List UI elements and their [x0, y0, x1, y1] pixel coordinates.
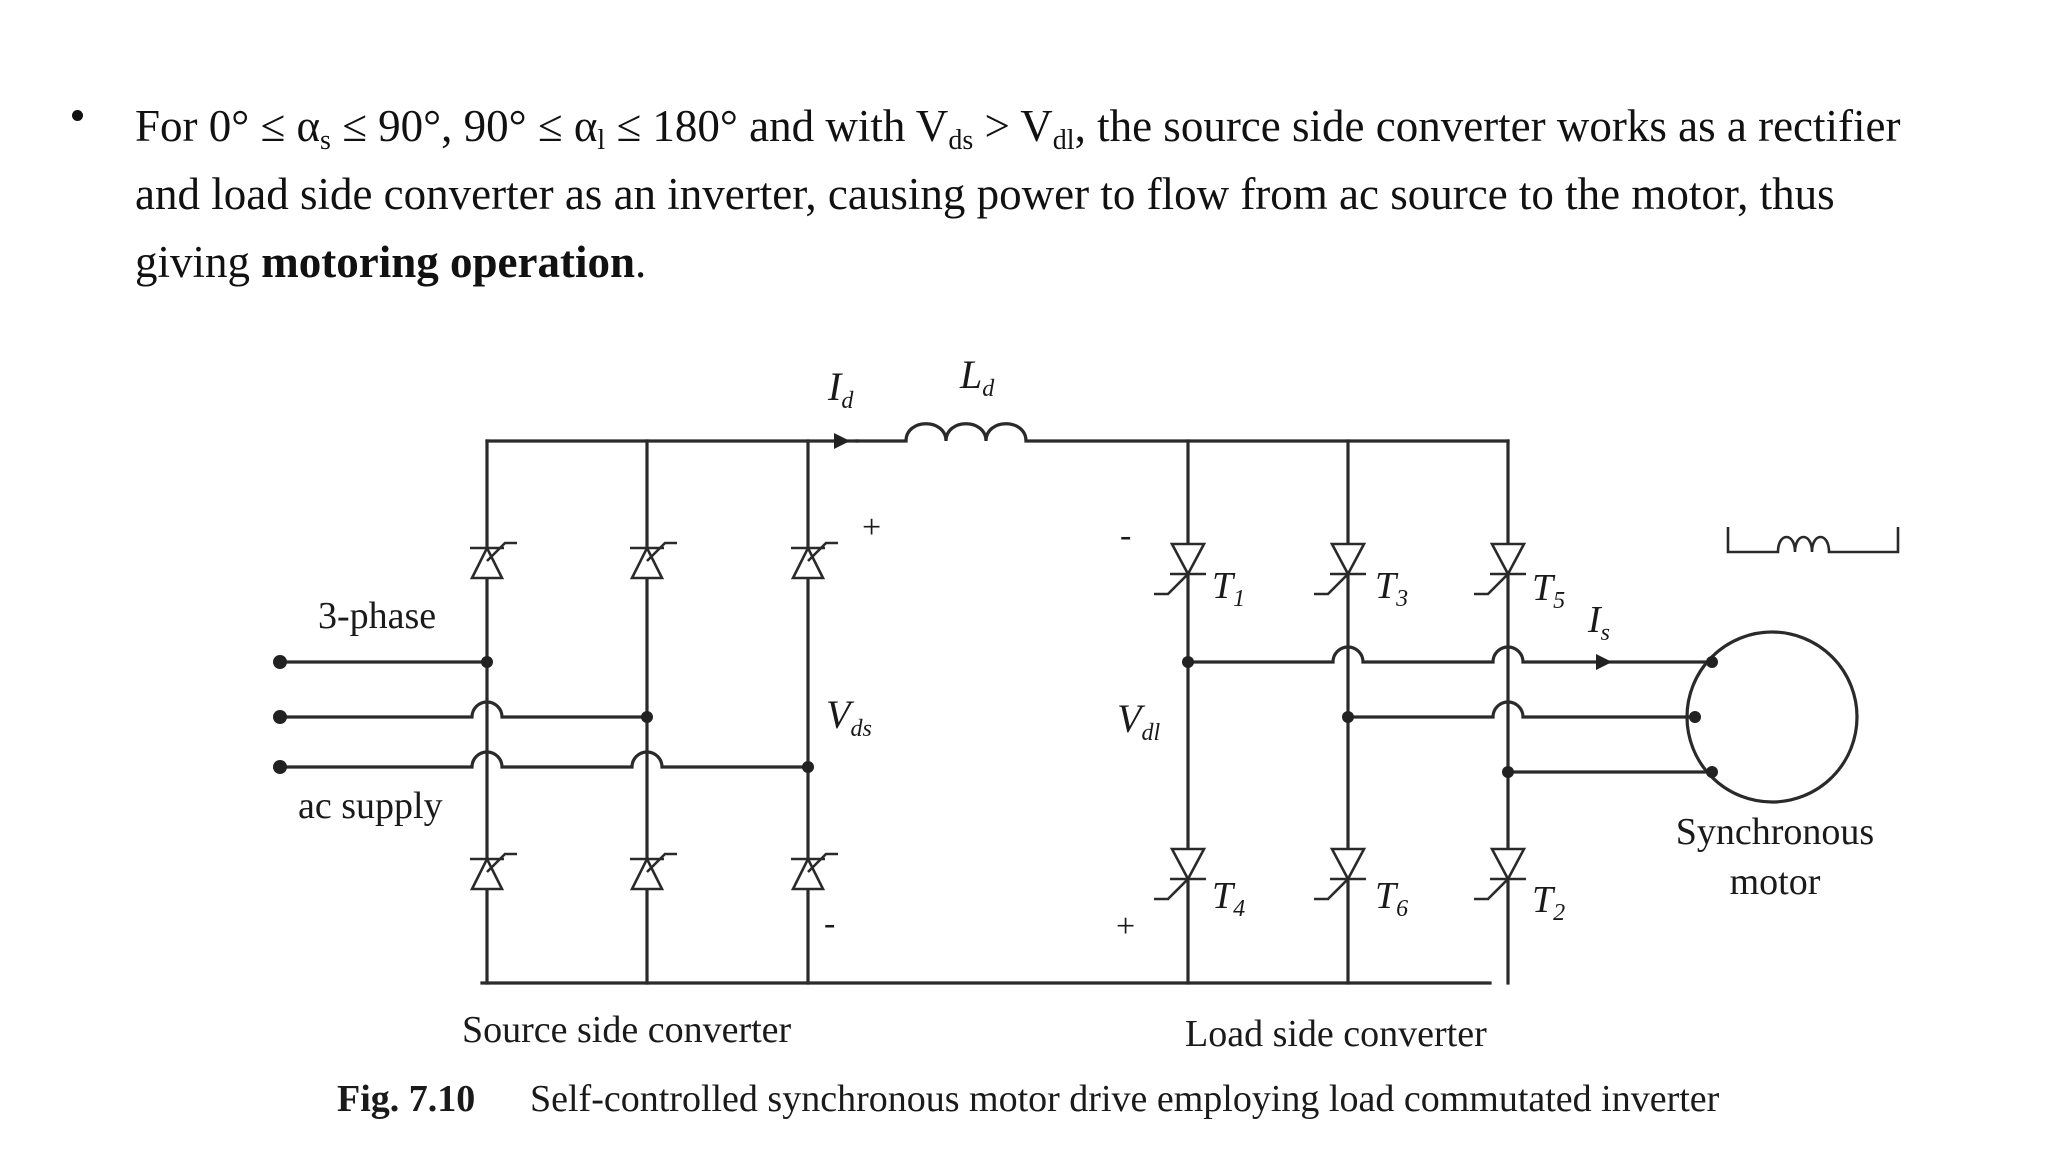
label-id: Id [827, 364, 854, 414]
terminal-dot [273, 655, 287, 669]
label-t6: T6 [1375, 875, 1408, 922]
source-thyristor-upper-1 [468, 537, 519, 580]
label-synchronous: Synchronous [1676, 811, 1874, 853]
junction-dot [481, 656, 493, 668]
text-run: ≤ 180° and with V [605, 101, 949, 151]
figure-caption-text: Self-controlled synchronous motor drive … [530, 1078, 1720, 1120]
label-minus-top: - [1120, 517, 1131, 554]
label-t2: T2 [1532, 879, 1565, 926]
source-thyristor-lower-3 [789, 848, 840, 891]
label-is: Is [1587, 599, 1610, 646]
source-thyristor-upper-3 [789, 537, 840, 580]
ac-line-3 [278, 750, 810, 769]
text-run: ≤ 90°, 90° ≤ α [330, 101, 598, 151]
source-thyristor-lower-2 [628, 848, 679, 891]
label-minus-bottom: - [824, 905, 835, 942]
source-thyristor-upper-2 [628, 537, 679, 580]
figure-caption-number: Fig. 7.10 [337, 1078, 475, 1120]
terminal-dot [273, 710, 287, 724]
junction-dot [1706, 766, 1718, 778]
field-winding-icon [1726, 527, 1900, 554]
bullet-paragraph: For 0° ≤ αs ≤ 90°, 90° ≤ αl ≤ 180° and w… [72, 92, 1952, 296]
thyristor-t5 [1472, 542, 1528, 596]
subscript: l [597, 125, 606, 156]
dc-link-inductor [855, 422, 1510, 443]
motor-line-2 [1346, 700, 1697, 719]
subscript: s [320, 125, 331, 156]
terminal-dot [273, 760, 287, 774]
synchronous-motor [1685, 527, 1900, 804]
thyristor-t6 [1312, 847, 1368, 901]
label-t4: T4 [1212, 875, 1245, 922]
thyristor-t2 [1472, 847, 1528, 901]
junction-dot [641, 711, 653, 723]
junction-dot [1706, 656, 1718, 668]
text-run: . [634, 237, 647, 287]
label-motor: motor [1730, 861, 1821, 903]
junction-dot [802, 761, 814, 773]
label-source-side-converter: Source side converter [462, 1009, 792, 1051]
label-plus-top: + [862, 509, 881, 546]
subscript: dl [1052, 125, 1075, 156]
label-load-side-converter: Load side converter [1185, 1013, 1487, 1055]
current-arrow-is [1596, 654, 1612, 670]
label-ac-supply: ac supply [298, 785, 443, 827]
thyristor-t3 [1312, 542, 1368, 596]
bold-term: motoring operation [261, 237, 635, 287]
label-t3: T3 [1375, 565, 1408, 612]
current-arrow-id [834, 433, 850, 449]
junction-dot [1182, 656, 1194, 668]
motor-line-1 [1186, 645, 1714, 664]
label-t5: T5 [1532, 567, 1565, 614]
junction-dot [1689, 711, 1701, 723]
motor-circle [1685, 630, 1859, 804]
text-run: > V [973, 101, 1053, 151]
label-3-phase: 3-phase [318, 595, 436, 637]
load-side-converter [1152, 439, 1714, 985]
junction-dot [1342, 711, 1354, 723]
source-side-converter [273, 433, 1492, 985]
label-vds: Vds [826, 692, 872, 742]
label-vdl: Vdl [1117, 696, 1160, 746]
thyristor-t4 [1152, 847, 1208, 901]
label-plus-bottom: + [1116, 908, 1135, 945]
bullet-dot [72, 110, 83, 121]
bullet-text: For 0° ≤ αs ≤ 90°, 90° ≤ αl ≤ 180° and w… [135, 92, 1952, 296]
text-run: For 0° ≤ α [135, 101, 321, 151]
source-thyristor-lower-1 [468, 848, 519, 891]
junction-dot [1502, 766, 1514, 778]
text-run: , the source side converter works as a r… [135, 101, 1901, 287]
ac-line-2 [278, 700, 649, 719]
thyristor-t1 [1152, 542, 1208, 596]
label-t1: T1 [1212, 565, 1245, 612]
label-ld: Ld [959, 352, 995, 402]
subscript: ds [948, 125, 974, 156]
